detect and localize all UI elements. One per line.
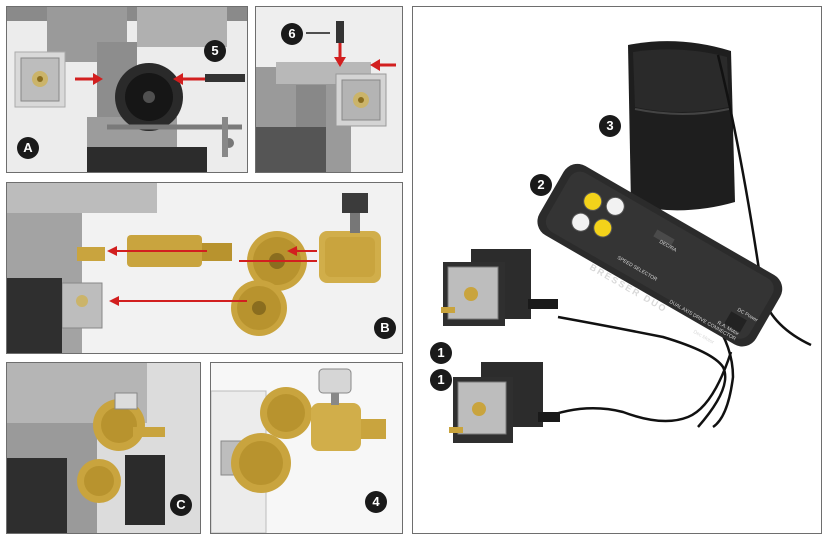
- panel-c-mounted-gears: C: [6, 362, 201, 534]
- mount-illustration-a: [7, 7, 247, 172]
- label-1-upper-badge: 1: [430, 342, 452, 364]
- label-1-lower-badge: 1: [430, 369, 452, 391]
- panel-a-mount-side-view: A 5: [6, 6, 248, 173]
- label-2-badge: 2: [530, 174, 552, 196]
- panel-dual-axis-motor-kit: BRESSER DUO SPEED SELECTOR DEC/RA DUAL A…: [412, 6, 822, 534]
- label-6-badge: 6: [281, 23, 303, 45]
- panel-b-gear-assembly: B: [6, 182, 403, 354]
- motor-unit-upper: [441, 249, 558, 326]
- label-5-badge: 5: [204, 40, 226, 62]
- label-c-badge: C: [170, 494, 192, 516]
- label-b-badge: B: [374, 317, 396, 339]
- panel-6-clamp-view: 6: [255, 6, 403, 173]
- motor-kit-illustration: [441, 41, 812, 443]
- panel-4-gear-closeup: 4: [210, 362, 403, 534]
- motor-unit-lower: [449, 362, 560, 443]
- carrying-pouch: [628, 41, 735, 211]
- label-3-badge: 3: [599, 115, 621, 137]
- label-a-badge: A: [17, 137, 39, 159]
- hand-controller: [537, 163, 783, 347]
- mounted-gears-illustration-c: [7, 363, 200, 533]
- clamp-illustration-6: [256, 7, 402, 172]
- gear-closeup-illustration-4: [211, 363, 402, 533]
- label-4-badge: 4: [365, 491, 387, 513]
- gear-assembly-illustration-b: [7, 183, 402, 353]
